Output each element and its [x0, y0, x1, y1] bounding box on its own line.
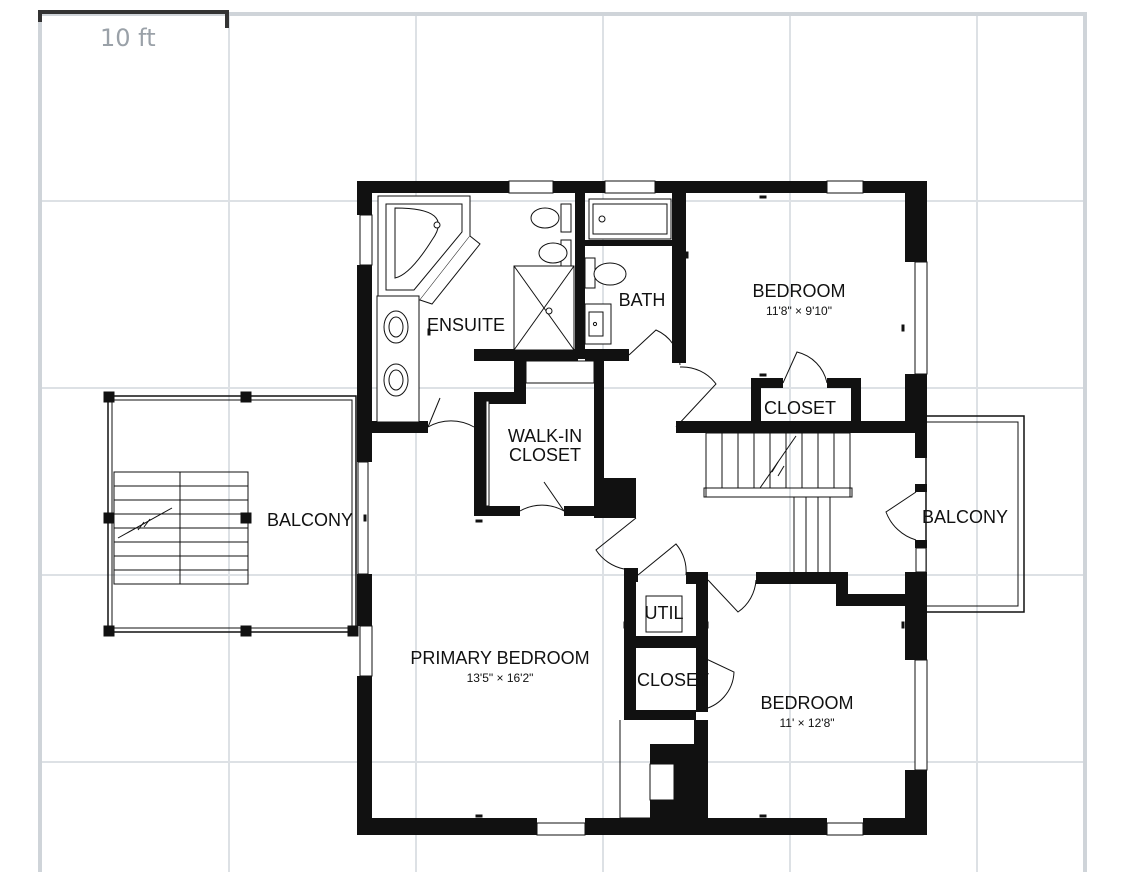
fireplace-cutout — [619, 720, 675, 819]
ensuite-name: ENSUITE — [427, 315, 505, 335]
walk-in-closet-line2: CLOSET — [509, 445, 581, 465]
room-labels: BEDROOM 11'8" × 9'10" CLOSET BATH ENSUIT… — [267, 281, 1008, 730]
closet-ne-name: CLOSET — [764, 398, 836, 418]
frame — [38, 12, 1087, 872]
interior-stair — [703, 432, 853, 575]
balcony-east-name: BALCONY — [922, 507, 1008, 527]
bedroom-ne-dims: 11'8" × 9'10" — [766, 304, 832, 318]
balcony-west-name: BALCONY — [267, 510, 353, 530]
scale-label: 10 ft — [100, 24, 156, 52]
bath-name: BATH — [619, 290, 666, 310]
walk-in-closet-line1: WALK-IN — [508, 426, 582, 446]
bedroom-se-dims: 11' × 12'8" — [780, 716, 835, 730]
primary-bedroom-name: PRIMARY BEDROOM — [410, 648, 589, 668]
fixtures — [363, 195, 905, 818]
stair-west — [113, 471, 249, 585]
door-swings — [427, 329, 917, 711]
closet-s-name: CLOSET — [637, 670, 709, 690]
bedroom-se-name: BEDROOM — [760, 693, 853, 713]
bedroom-ne-name: BEDROOM — [752, 281, 845, 301]
scale-bar: 10 ft — [38, 10, 229, 52]
grid — [40, 14, 1085, 872]
balcony-east — [925, 415, 1025, 613]
primary-bedroom-dims: 13'5" × 16'2" — [467, 671, 534, 685]
balcony-west — [103, 391, 359, 637]
util-name: UTIL — [644, 603, 683, 623]
